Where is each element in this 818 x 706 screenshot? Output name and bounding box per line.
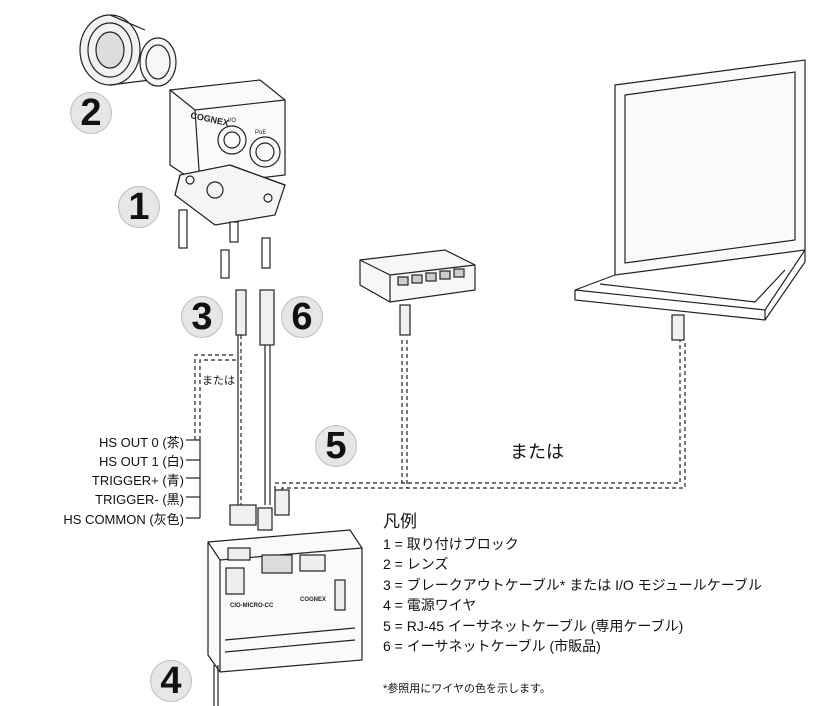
wire-label-hs-out-0: HS OUT 0 (茶) [99, 435, 184, 450]
wire-label-trigger-minus: TRIGGER- (黒) [95, 492, 184, 507]
legend-item: 2 = レンズ [383, 556, 449, 572]
callout-6: 6 [281, 296, 323, 338]
legend-item: 4 = 電源ワイヤ [383, 597, 477, 613]
poe-port-label: PoE [255, 130, 266, 136]
screws [178, 209, 271, 279]
wire-label-hs-out-1: HS OUT 1 (白) [99, 454, 184, 469]
wire-label-trigger-plus: TRIGGER+ (青) [91, 473, 184, 488]
mounting-block [174, 164, 286, 226]
legend: 凡例 1 = 取り付けブロック 2 = レンズ 3 = ブレークアウトケーブル*… [383, 512, 762, 657]
alternative-label-small: または [202, 372, 235, 388]
callout-1: 1 [118, 186, 160, 228]
footnote: *参照用にワイヤの色を示します。 [383, 683, 551, 695]
wire-label-hs-common: HS COMMON (灰色) [63, 512, 184, 527]
camera-body [169, 79, 286, 186]
legend-item: 3 = ブレークアウトケーブル* または I/O モジュールケーブル [383, 576, 762, 593]
breakout-cable [235, 289, 247, 505]
legend-item: 6 = イーサネットケーブル (市販品) [383, 638, 601, 654]
laptop [574, 59, 806, 341]
legend-item: 5 = RJ-45 イーサネットケーブル (専用ケーブル) [383, 617, 684, 634]
callout-5: 5 [315, 425, 357, 467]
ethernet-switch [359, 249, 476, 336]
legend-item: 1 = 取り付けブロック [383, 535, 519, 552]
module-model: CIO-MICRO-CC [230, 603, 274, 609]
legend-title: 凡例 [383, 512, 417, 531]
callout-4: 4 [150, 660, 192, 702]
io-module [207, 489, 363, 706]
alternative-wiring [194, 340, 686, 490]
ethernet-camera-cable [259, 289, 275, 505]
lens [79, 14, 177, 87]
callout-2: 2 [70, 92, 112, 134]
alternative-label-large: または [510, 442, 564, 462]
wire-fan [186, 439, 201, 519]
module-brand: COGNEX [300, 597, 326, 603]
callout-3: 3 [181, 296, 223, 338]
io-port-label: I/O [228, 118, 236, 124]
